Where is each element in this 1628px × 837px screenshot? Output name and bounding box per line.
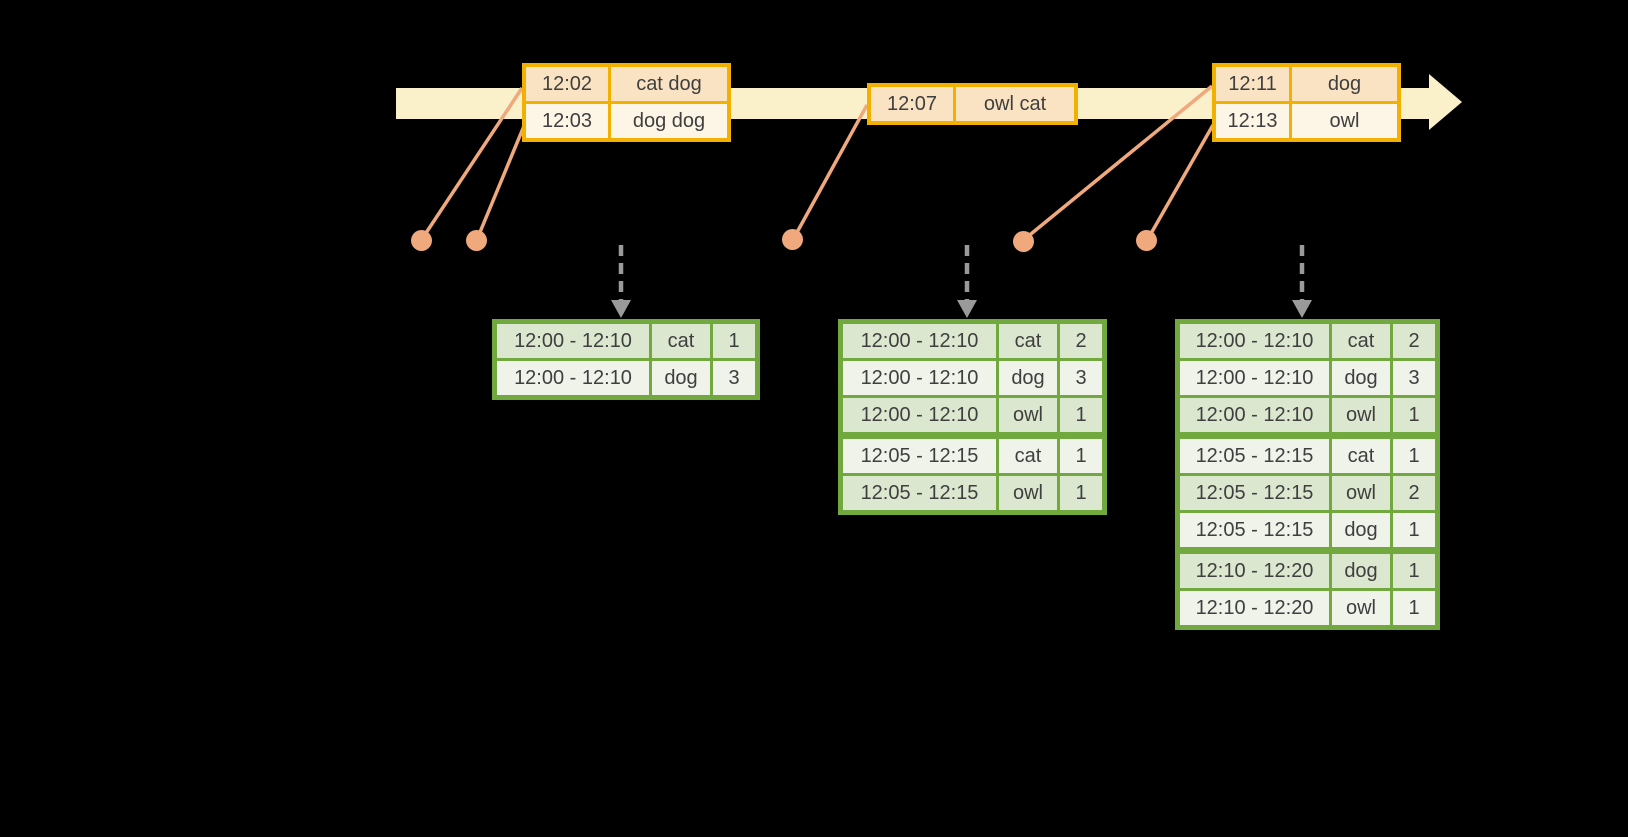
window-cell: 12:10 - 12:20 xyxy=(1180,591,1329,625)
window-cell: 12:00 - 12:10 xyxy=(1180,398,1329,432)
event-connector-line xyxy=(793,104,869,237)
words-cell: dog dog xyxy=(611,104,727,138)
word-cell: dog xyxy=(999,361,1057,395)
event-connector-line xyxy=(476,125,526,238)
window-cell: 12:00 - 12:10 xyxy=(843,361,996,395)
window-cell: 12:00 - 12:10 xyxy=(497,361,649,395)
window-cell: 12:05 - 12:15 xyxy=(843,476,996,510)
count-cell: 1 xyxy=(1393,398,1435,432)
words-cell: cat dog xyxy=(611,67,727,101)
words-cell: dog xyxy=(1292,67,1397,101)
time-cell: 12:07 xyxy=(871,87,953,121)
event-dot xyxy=(466,230,487,251)
event-connector-line xyxy=(1147,124,1215,238)
trigger-arrowhead-icon xyxy=(1292,300,1312,318)
word-cell: owl xyxy=(1332,398,1390,432)
count-cell: 1 xyxy=(1393,591,1435,625)
count-cell: 2 xyxy=(1060,324,1102,358)
time-cell: 12:02 xyxy=(526,67,608,101)
event-dot xyxy=(1013,231,1034,252)
word-cell: dog xyxy=(652,361,710,395)
trigger-arrowhead-icon xyxy=(611,300,631,318)
word-cell: cat xyxy=(1332,324,1390,358)
window-cell: 12:00 - 12:10 xyxy=(843,324,996,358)
window-cell: 12:00 - 12:10 xyxy=(1180,361,1329,395)
word-cell: cat xyxy=(1332,439,1390,473)
time-cell: 12:13 xyxy=(1216,104,1289,138)
count-cell: 1 xyxy=(1393,439,1435,473)
word-cell: cat xyxy=(999,324,1057,358)
window-cell: 12:10 - 12:20 xyxy=(1180,554,1329,588)
event-dot xyxy=(411,230,432,251)
count-cell: 1 xyxy=(1060,476,1102,510)
count-cell: 2 xyxy=(1393,324,1435,358)
window-cell: 12:05 - 12:15 xyxy=(843,439,996,473)
count-cell: 3 xyxy=(713,361,755,395)
words-cell: owl cat xyxy=(956,87,1074,121)
window-cell: 12:00 - 12:10 xyxy=(497,324,649,358)
word-cell: dog xyxy=(1332,513,1390,547)
word-cell: dog xyxy=(1332,361,1390,395)
count-cell: 1 xyxy=(1060,439,1102,473)
words-cell: owl xyxy=(1292,104,1397,138)
word-cell: cat xyxy=(652,324,710,358)
time-cell: 12:03 xyxy=(526,104,608,138)
word-cell: owl xyxy=(999,398,1057,432)
time-cell: 12:11 xyxy=(1216,67,1289,101)
window-cell: 12:05 - 12:15 xyxy=(1180,439,1329,473)
window-cell: 12:00 - 12:10 xyxy=(1180,324,1329,358)
count-cell: 1 xyxy=(713,324,755,358)
word-cell: cat xyxy=(999,439,1057,473)
event-time-axis-arrowhead-icon xyxy=(1429,74,1462,130)
word-cell: dog xyxy=(1332,554,1390,588)
window-cell: 12:00 - 12:10 xyxy=(843,398,996,432)
word-cell: owl xyxy=(999,476,1057,510)
count-cell: 3 xyxy=(1060,361,1102,395)
word-cell: owl xyxy=(1332,591,1390,625)
event-connector-line xyxy=(422,87,524,237)
count-cell: 2 xyxy=(1393,476,1435,510)
count-cell: 1 xyxy=(1393,554,1435,588)
event-connector-line xyxy=(1024,84,1214,240)
window-cell: 12:05 - 12:15 xyxy=(1180,513,1329,547)
count-cell: 3 xyxy=(1393,361,1435,395)
trigger-arrowhead-icon xyxy=(957,300,977,318)
event-dot xyxy=(1136,230,1157,251)
word-cell: owl xyxy=(1332,476,1390,510)
window-cell: 12:05 - 12:15 xyxy=(1180,476,1329,510)
event-dot xyxy=(782,229,803,250)
count-cell: 1 xyxy=(1060,398,1102,432)
count-cell: 1 xyxy=(1393,513,1435,547)
